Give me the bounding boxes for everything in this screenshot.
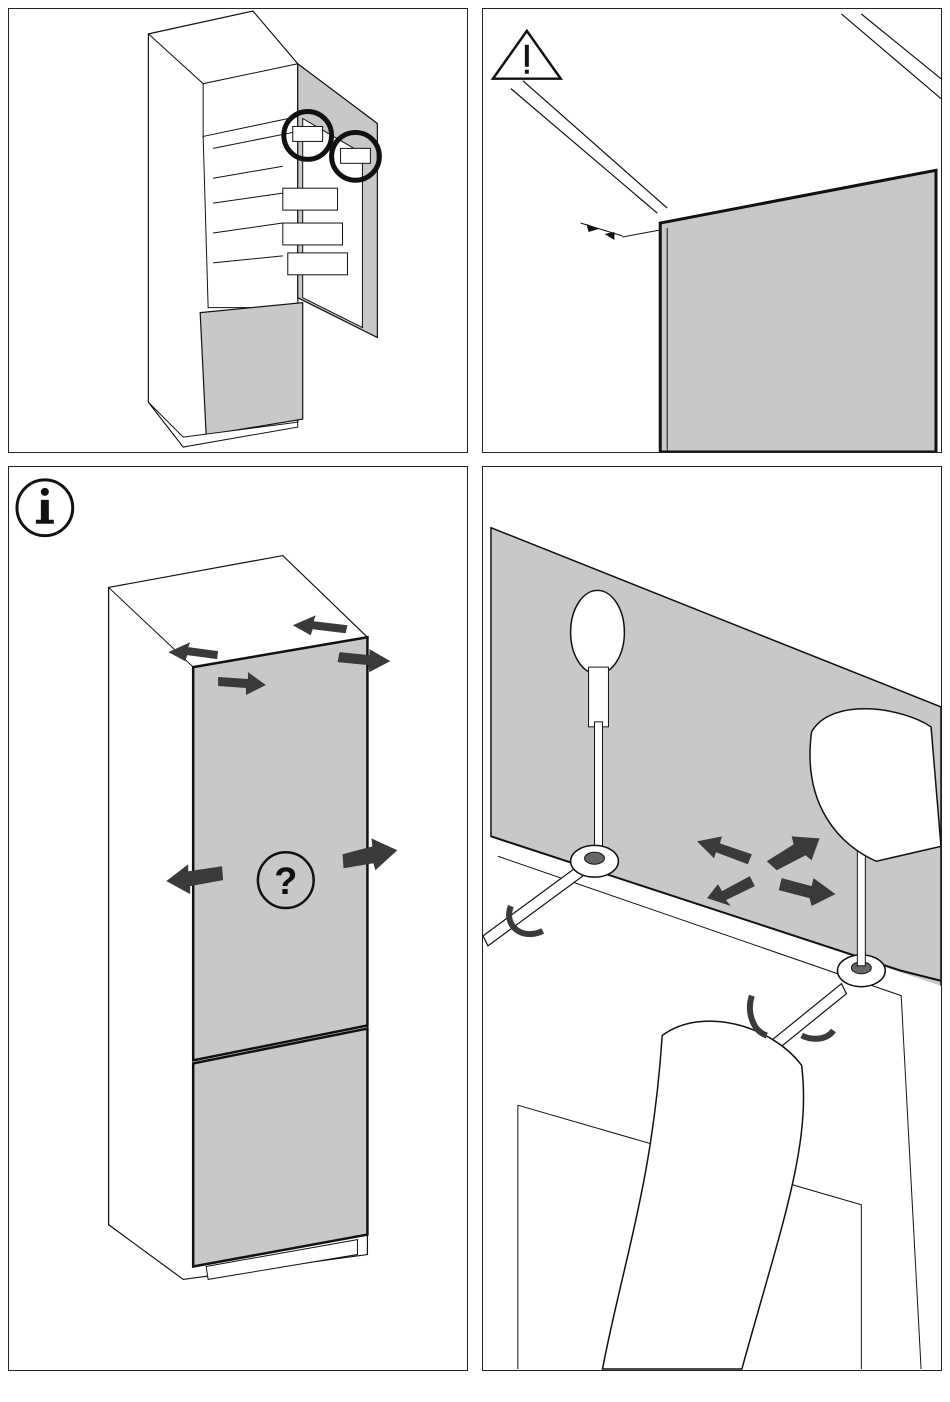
door-alignment-illustration: ? — [9, 467, 467, 1370]
panel-hinge-adjustment — [482, 466, 942, 1371]
gap-illustration — [483, 9, 941, 452]
info-icon — [17, 480, 73, 536]
panel-open-fridge — [8, 8, 468, 453]
open-fridge-illustration — [9, 9, 467, 452]
question-icon: ? — [258, 852, 314, 908]
question-symbol: ? — [274, 861, 297, 903]
warning-icon — [493, 31, 561, 79]
panel-door-alignment: ? — [8, 466, 468, 1371]
panel-gap-warning — [482, 8, 942, 453]
hinge-adjustment-illustration — [483, 467, 941, 1370]
